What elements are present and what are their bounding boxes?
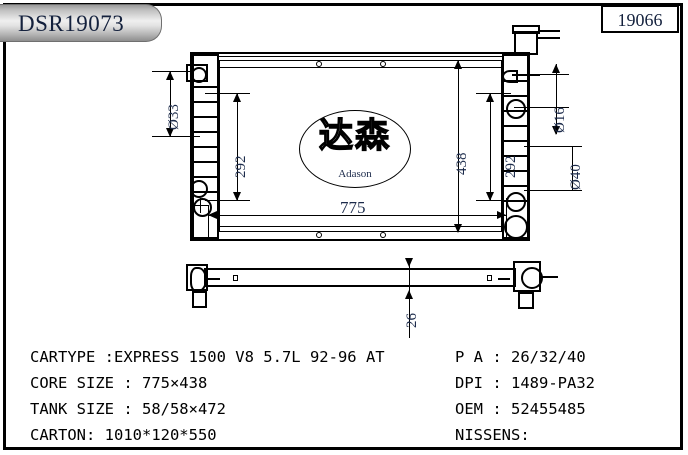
- page-frame: [3, 3, 683, 450]
- spec-nissens: NISSENS:: [455, 426, 530, 444]
- left-tank-slot: [193, 86, 218, 88]
- left-tank-slot: [193, 116, 218, 118]
- brand-logo: 达森 Adason: [299, 110, 411, 188]
- part-number-badge: DSR19073: [0, 4, 162, 42]
- dimension-overall-height-label: 438: [454, 152, 470, 176]
- left-tank-slot: [193, 101, 218, 103]
- side-left-outlet: [192, 291, 207, 308]
- right-tank-slot: [503, 185, 528, 187]
- mount-pin: [316, 61, 322, 67]
- spec-carton: CARTON: 1010*120*550: [30, 426, 217, 444]
- side-left-tank-cap: [190, 267, 207, 292]
- dimension-core-height-left-label: 292: [233, 155, 249, 179]
- right-upper-fitting: [506, 99, 526, 119]
- drain-port-tick: [193, 205, 208, 206]
- left-drain-port: [193, 198, 212, 217]
- specifications-block: CARTYPE :EXPRESS 1500 V8 5.7L 92-96 AT P…: [30, 348, 660, 452]
- logo-chinese-text: 达森: [318, 116, 391, 156]
- spec-cartype: CARTYPE :EXPRESS 1500 V8 5.7L 92-96 AT: [30, 348, 385, 366]
- outlet-nipple-stem: [512, 74, 540, 76]
- left-tank-slot: [193, 131, 218, 133]
- spec-core-size: CORE SIZE : 775×438: [30, 374, 208, 392]
- right-tank-slot: [503, 125, 528, 127]
- outlet-nipple: [502, 70, 518, 83]
- spec-row: CARTON: 1010*120*550 NISSENS:: [30, 426, 660, 452]
- dimension-core-height-right-label: 292: [503, 155, 519, 179]
- top-bracket-rail: [219, 56, 502, 57]
- dimension-overall-width-label: 775: [340, 198, 366, 217]
- left-tank-slot: [193, 146, 218, 148]
- spec-row: CARTYPE :EXPRESS 1500 V8 5.7L 92-96 AT P…: [30, 348, 660, 374]
- filler-neck: [514, 31, 538, 55]
- mount-pin: [380, 61, 386, 67]
- logo-latin-text: Adason: [338, 168, 372, 180]
- right-tank-slot: [503, 155, 528, 157]
- dimension-left-inlet-dia-label: Ø33: [166, 104, 182, 130]
- side-overflow-tube: [539, 276, 558, 278]
- left-inlet-port: [191, 67, 207, 83]
- dimension-filler-dia-label: Ø40: [568, 164, 584, 190]
- spec-row: TANK SIZE : 58/58×472 OEM : 52455485: [30, 400, 660, 426]
- core-top-rail: [219, 67, 502, 68]
- spec-pa: P A : 26/32/40: [455, 348, 586, 366]
- spec-tank-size: TANK SIZE : 58/58×472: [30, 400, 226, 418]
- mount-pin: [380, 232, 386, 238]
- side-core-body: [204, 268, 516, 287]
- core-bottom-rail: [219, 226, 502, 227]
- left-tank-slot: [193, 176, 218, 178]
- left-tank-slot: [193, 161, 218, 163]
- side-filler-neck: [521, 267, 543, 289]
- overflow-tube: [538, 37, 560, 39]
- spec-dpi: DPI : 1489-PA32: [455, 374, 595, 392]
- side-pin-mark: [233, 275, 238, 281]
- side-right-outlet: [518, 292, 534, 309]
- right-lower-fitting: [506, 192, 526, 212]
- part-number-label: DSR19073: [18, 11, 125, 36]
- dimension-core-depth-label: 26: [404, 313, 420, 328]
- left-lower-port: [190, 180, 208, 198]
- core-outline: [219, 60, 502, 232]
- filler-cap: [512, 25, 540, 34]
- dimension-outlet-dia-label: Ø16: [552, 107, 568, 133]
- mount-pin: [316, 232, 322, 238]
- side-pin-tick: [208, 278, 220, 280]
- right-drain-fitting: [504, 215, 528, 239]
- overflow-tube: [538, 30, 560, 32]
- spec-row: CORE SIZE : 775×438 DPI : 1489-PA32: [30, 374, 660, 400]
- drawing-code-label: 19066: [617, 10, 663, 30]
- right-tank-slot: [503, 170, 528, 172]
- right-tank-slot: [503, 140, 528, 142]
- right-tank-slot: [503, 95, 528, 97]
- logo-oval: [299, 110, 411, 188]
- side-pin-tick: [498, 278, 510, 280]
- side-pin-mark: [487, 275, 492, 281]
- spec-oem: OEM : 52455485: [455, 400, 586, 418]
- drawing-code-box: 19066: [601, 5, 679, 33]
